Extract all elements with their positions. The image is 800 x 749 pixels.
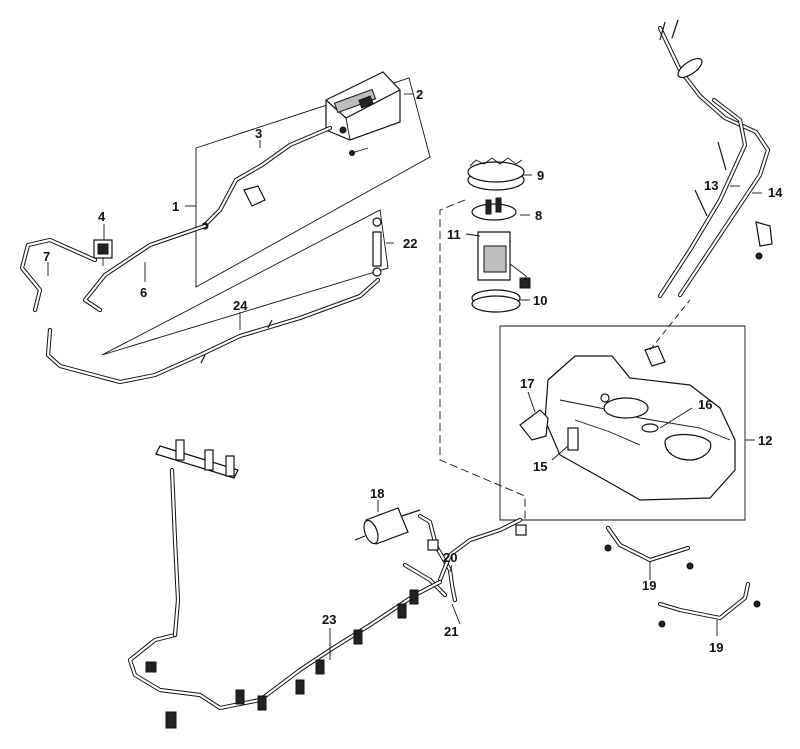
callout-6: 6 xyxy=(140,285,147,300)
callout-9: 9 xyxy=(537,168,544,183)
callout-16: 16 xyxy=(698,397,712,412)
pump-dashed-leader xyxy=(439,199,526,520)
callout-4: 4 xyxy=(98,209,106,224)
fuel-pump-module xyxy=(471,197,531,289)
callout-15: 15 xyxy=(533,459,547,474)
callout-14: 14 xyxy=(768,185,783,200)
fuel-tank xyxy=(544,299,736,501)
callout-8: 8 xyxy=(535,208,542,223)
callout-13: 13 xyxy=(704,178,718,193)
filler-neck xyxy=(657,19,773,299)
callout-2: 2 xyxy=(416,87,423,102)
canister-hose xyxy=(201,125,333,230)
vapor-line xyxy=(45,277,381,385)
purge-valve xyxy=(93,239,113,266)
leader-lines xyxy=(47,93,762,660)
callout-10: 10 xyxy=(533,293,547,308)
vapor-line-group-box xyxy=(101,209,389,356)
callout-3: 3 xyxy=(255,126,262,141)
lock-ring xyxy=(467,157,525,191)
fuel-lines xyxy=(402,513,527,603)
callouts: 1 2 3 4 6 7 8 9 10 11 12 13 14 15 16 17 … xyxy=(43,87,783,655)
tank-strap-19a xyxy=(604,525,694,570)
callout-11: 11 xyxy=(447,227,461,242)
callout-19a: 19 xyxy=(642,578,656,593)
callout-17: 17 xyxy=(520,376,534,391)
hose-7 xyxy=(19,237,98,313)
callout-7: 7 xyxy=(43,249,50,264)
callout-22: 22 xyxy=(403,236,417,251)
feed-line xyxy=(127,467,443,729)
fuel-tank-group-box xyxy=(499,325,746,521)
callout-21: 21 xyxy=(444,624,458,639)
callout-24: 24 xyxy=(233,298,248,313)
callout-12: 12 xyxy=(758,433,772,448)
pump-gasket xyxy=(471,289,521,313)
tank-bracket xyxy=(519,409,579,451)
callout-20: 20 xyxy=(443,550,457,565)
hose-6 xyxy=(82,223,208,313)
connector-22 xyxy=(372,217,382,277)
tank-strap-19b xyxy=(657,581,761,628)
callout-19b: 19 xyxy=(709,640,723,655)
evap-canister xyxy=(325,71,401,156)
callout-23: 23 xyxy=(322,612,336,627)
fuel-filter xyxy=(354,507,421,545)
callout-1: 1 xyxy=(172,199,179,214)
fuel-rail xyxy=(155,439,239,479)
callout-18: 18 xyxy=(370,486,384,501)
